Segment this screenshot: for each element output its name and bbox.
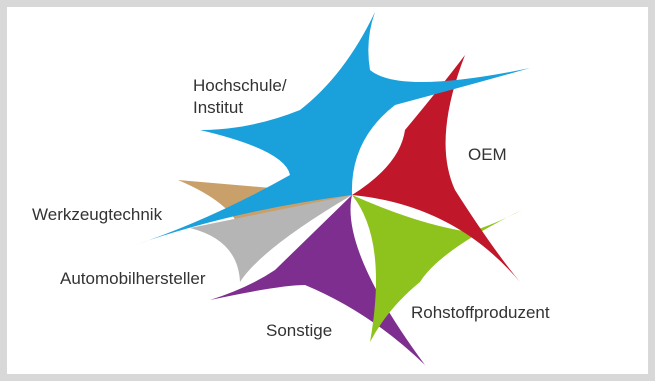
label-line: Institut — [193, 98, 244, 117]
label-sonstige: Sonstige — [266, 320, 332, 342]
label-oem: OEM — [468, 144, 507, 166]
label-line: Rohstoffproduzent — [411, 303, 550, 322]
label-rohstoffproduzent: Rohstoffproduzent — [411, 302, 550, 324]
segment-hochschule-institut — [132, 12, 530, 246]
label-line: Sonstige — [266, 321, 333, 340]
segment-automobilhersteller — [190, 195, 352, 282]
segment-oem — [352, 55, 520, 282]
label-werkzeugtechnik: Werkzeugtechnik — [32, 204, 162, 226]
segment-sonstige — [210, 195, 425, 365]
label-line: OEM — [468, 145, 507, 164]
label-line: Werkzeugtechnik — [32, 205, 163, 224]
label-line: Automobilhersteller — [60, 269, 206, 288]
label-hochschule-institut: Hochschule/ Institut — [193, 75, 287, 119]
label-line: Hochschule/ — [193, 76, 287, 95]
label-automobilhersteller: Automobilhersteller — [60, 268, 206, 290]
